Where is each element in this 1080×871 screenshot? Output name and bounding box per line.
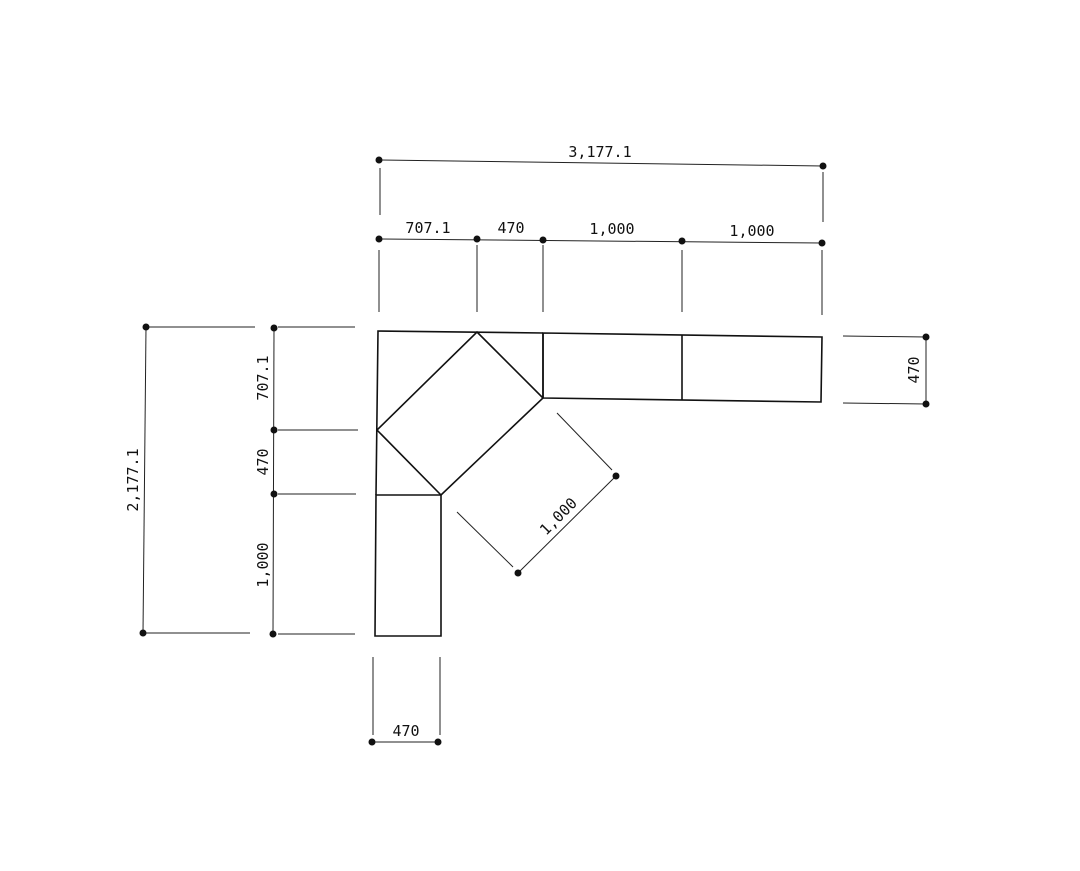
left-section xyxy=(374,494,442,637)
sofa-outline xyxy=(374,330,823,637)
diagonal-section xyxy=(375,330,545,497)
dim-right-depth: 470 xyxy=(842,333,930,408)
dim-bottom-depth: 470 xyxy=(368,657,442,746)
dim-label: 3,177.1 xyxy=(568,143,631,161)
dim-label: 1,000 xyxy=(536,494,581,539)
dim-label: 707.1 xyxy=(405,219,450,237)
dim-label: 1,000 xyxy=(589,220,634,238)
dim-label: 2,177.1 xyxy=(124,448,142,511)
dim-label: 707.1 xyxy=(254,355,272,400)
dim-label: 1,000 xyxy=(729,222,774,240)
dim-label: 470 xyxy=(392,722,419,740)
dim-label: 470 xyxy=(905,356,923,383)
dim-left-segments: 707.1 470 1,000 xyxy=(254,324,358,638)
dim-top-segments: 707.1 470 1,000 1,000 xyxy=(375,219,826,315)
corner-outline xyxy=(375,330,544,496)
dim-overall-height: 2,177.1 xyxy=(124,323,255,637)
dim-label: 470 xyxy=(497,219,524,237)
dim-label: 1,000 xyxy=(254,542,272,587)
dim-overall-width: 3,177.1 xyxy=(375,143,827,222)
dim-diagonal: 1,000 xyxy=(456,412,620,577)
dim-label: 470 xyxy=(254,448,272,475)
